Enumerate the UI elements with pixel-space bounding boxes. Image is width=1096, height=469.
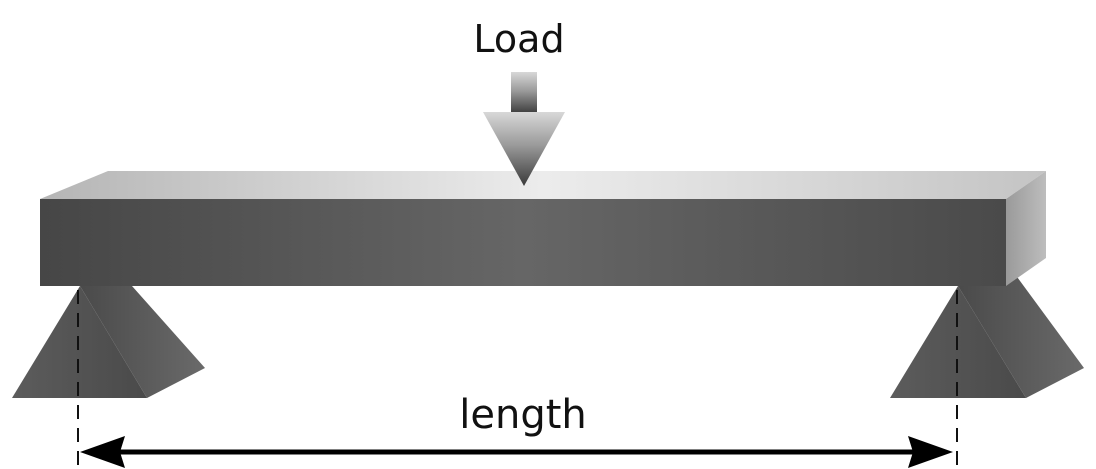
load-label: Load <box>473 17 564 61</box>
left-support <box>12 286 205 398</box>
left-support-front <box>12 286 147 398</box>
right-support <box>890 270 1084 398</box>
beam <box>40 171 1046 286</box>
load-arrow-shaft <box>511 72 537 114</box>
length-arrow-left-head <box>80 436 125 468</box>
load-arrow <box>483 72 565 186</box>
beam-front-face <box>40 199 1006 286</box>
length-label: length <box>459 392 587 438</box>
length-arrow-right-head <box>908 436 953 468</box>
beam-side-face <box>1006 171 1046 286</box>
left-support-side <box>80 286 205 398</box>
beam-top-face <box>40 171 1046 199</box>
length-dimension-arrow <box>80 436 953 468</box>
right-support-side <box>958 270 1084 398</box>
load-arrow-head <box>483 112 565 186</box>
